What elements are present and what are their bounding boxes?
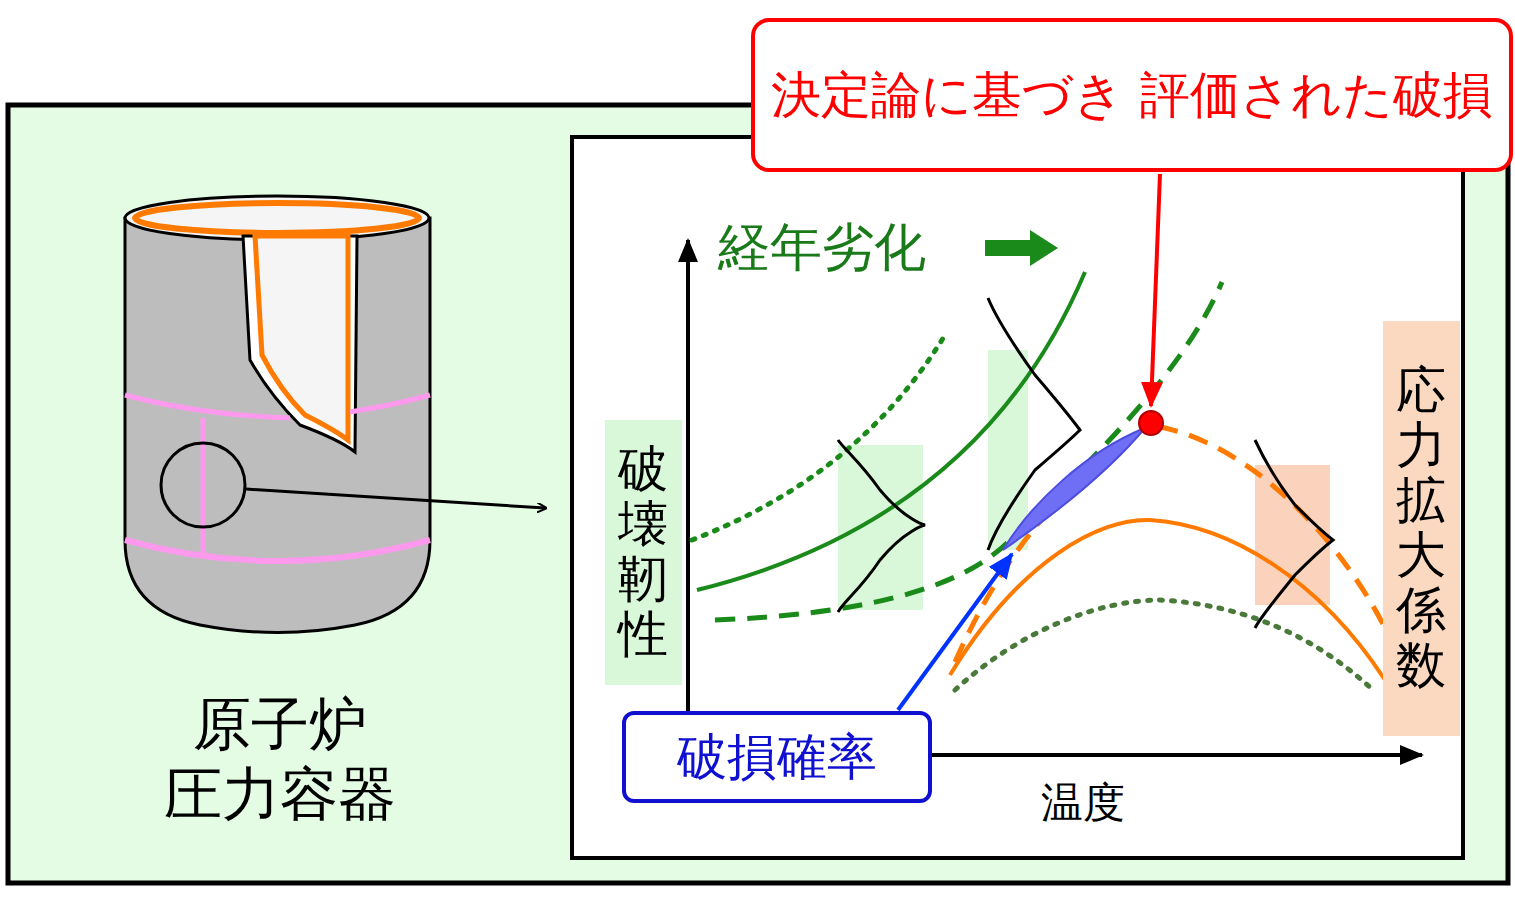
vessel-label: 原子炉 圧力容器 xyxy=(159,690,401,829)
leader-arrow xyxy=(1151,174,1160,406)
label-box: 破損確率 xyxy=(622,711,932,803)
axis-band: 破壊靭性 xyxy=(605,420,682,685)
shade xyxy=(1255,465,1330,605)
failure-point xyxy=(1139,411,1163,435)
toughness-curve xyxy=(697,272,1085,590)
stress-curve xyxy=(955,425,1385,662)
panel xyxy=(8,105,1508,883)
chart-frame xyxy=(572,137,1463,858)
node-text: 破損確率 xyxy=(677,727,877,787)
stress-curve xyxy=(955,600,1375,692)
overlap-region xyxy=(1003,428,1145,550)
toughness-curve xyxy=(715,282,1222,620)
node-text: 応力拡大係数 xyxy=(1396,363,1446,693)
shade xyxy=(838,445,923,610)
distribution xyxy=(988,298,1080,550)
zoom-arrow xyxy=(246,489,545,508)
distribution xyxy=(838,440,925,612)
shade xyxy=(988,350,1028,550)
distribution xyxy=(1255,440,1333,628)
leader-arrow xyxy=(898,554,1012,710)
y-axis xyxy=(686,240,690,757)
stress-curve xyxy=(950,520,1385,680)
node-text: 破壊靭性 xyxy=(618,442,668,662)
aging-arrow xyxy=(985,230,1058,266)
callout-box: 決定論に基づき 評価された破損 xyxy=(751,18,1513,172)
aging-label: 経年劣化 xyxy=(718,213,926,283)
toughness-curve xyxy=(692,335,945,540)
axis-label: 温度 xyxy=(1041,775,1125,831)
axis-band: 応力拡大係数 xyxy=(1383,321,1460,736)
pressure-vessel xyxy=(125,196,430,633)
node-text: 決定論に基づき 評価された破損 xyxy=(771,65,1493,125)
